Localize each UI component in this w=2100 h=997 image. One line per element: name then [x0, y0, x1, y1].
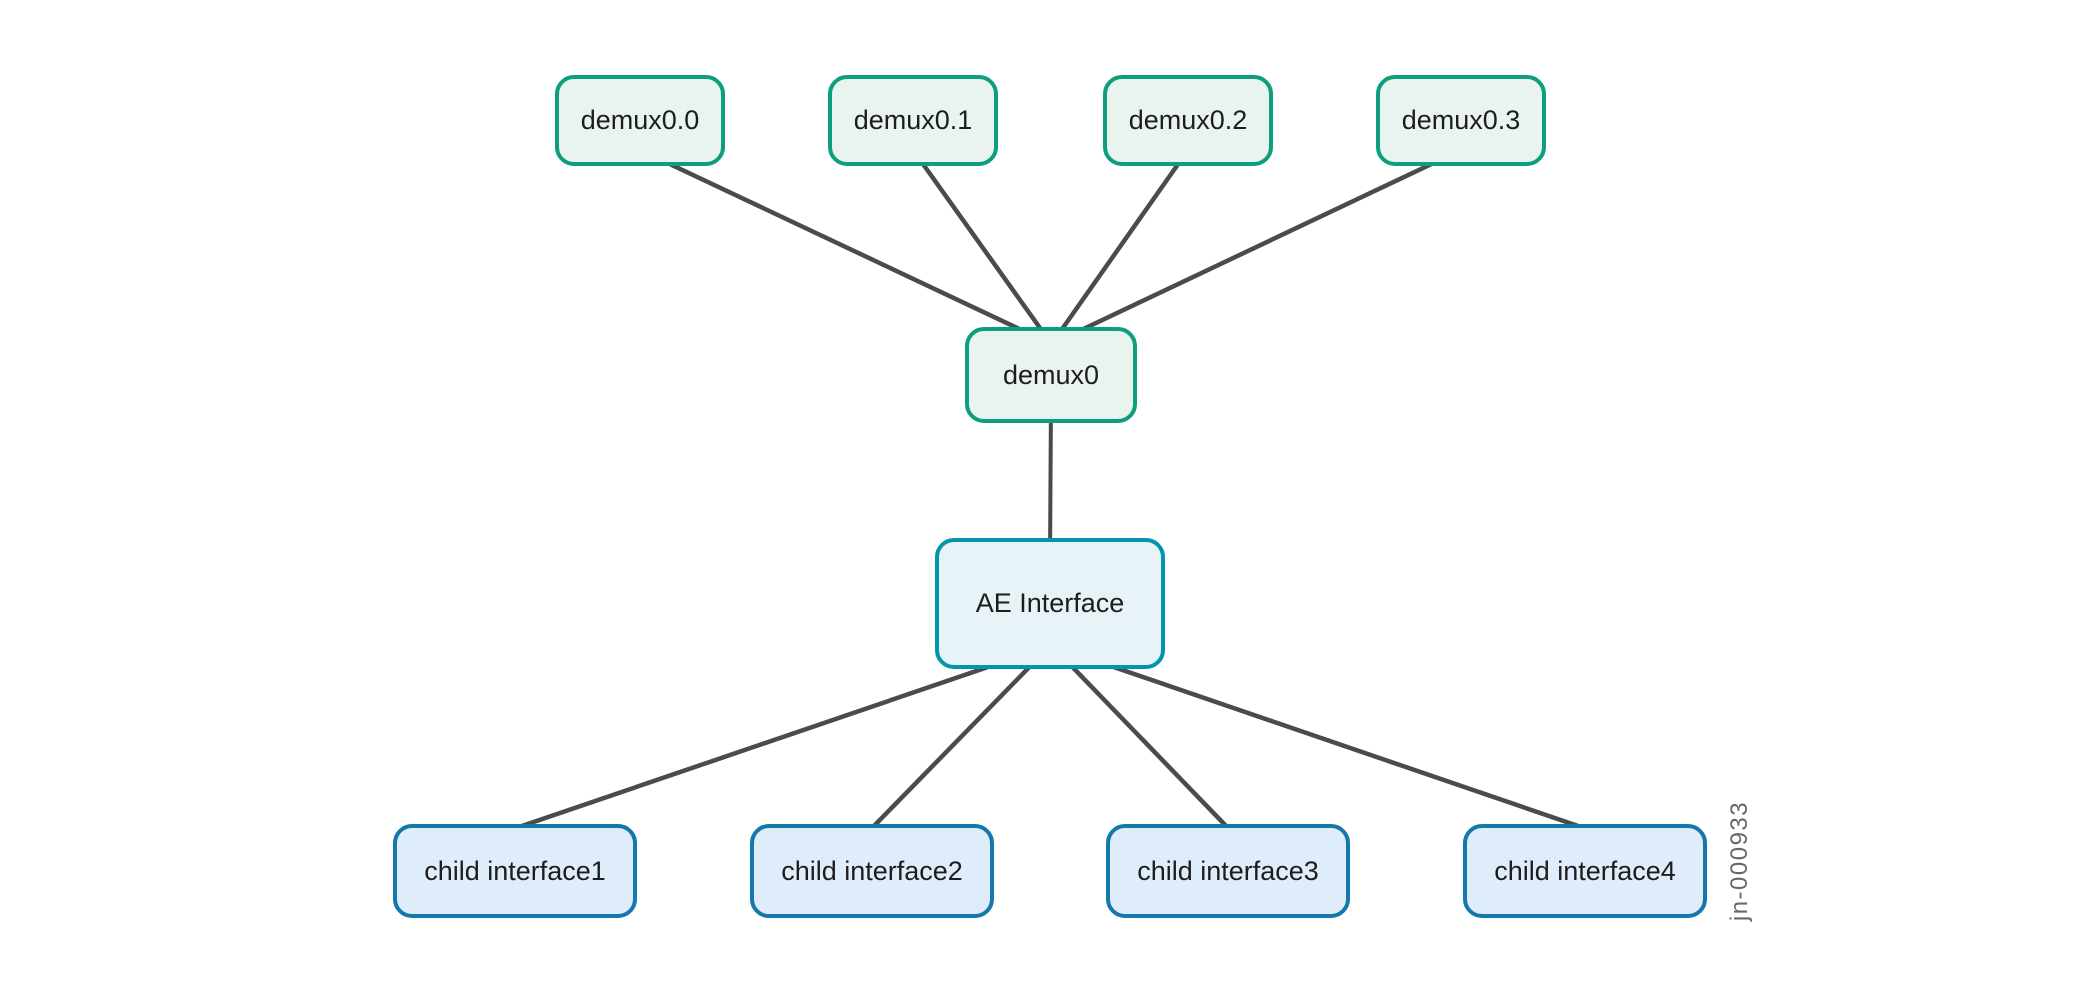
- node-demux0-label: demux0: [1002, 359, 1100, 390]
- node-ae-interface: AE Interface: [935, 538, 1165, 669]
- edge-ae-to-child2: [869, 647, 1049, 831]
- edge-ae-to-child1: [513, 647, 1041, 831]
- node-child-interface3: child interface3: [1106, 824, 1350, 918]
- node-ae-interface-label: AE Interface: [975, 588, 1125, 618]
- node-demux0-0: demux0.0: [555, 75, 725, 166]
- edge-ae-to-child4: [1061, 647, 1587, 831]
- node-demux0-3-label: demux0.3: [1401, 105, 1521, 135]
- node-demux0-0-label: demux0.0: [580, 105, 700, 135]
- edge-demux0-2-to-demux0: [1050, 147, 1191, 345]
- edge-ae-to-child3: [1053, 647, 1231, 831]
- node-demux0-1-label: demux0.1: [853, 105, 973, 135]
- node-child-interface1-label: child interface1: [424, 855, 606, 886]
- node-demux0-3: demux0.3: [1376, 75, 1546, 166]
- node-child-interface4-label: child interface4: [1494, 855, 1676, 886]
- figure-id-label: jn-000933: [1726, 800, 1753, 922]
- edge-demux0-0-to-demux0: [637, 147, 1050, 345]
- edge-demux0-to-ae: [1048, 398, 1053, 562]
- node-demux0-2-label: demux0.2: [1128, 105, 1248, 135]
- node-demux0-2: demux0.2: [1103, 75, 1273, 166]
- node-child-interface2-label: child interface2: [781, 855, 963, 886]
- node-child-interface2: child interface2: [750, 824, 994, 918]
- edge-demux0-1-to-demux0: [910, 147, 1053, 345]
- node-child-interface4: child interface4: [1463, 824, 1707, 918]
- node-demux0-1: demux0.1: [828, 75, 998, 166]
- node-child-interface1: child interface1: [393, 824, 637, 918]
- node-demux0: demux0: [965, 327, 1137, 423]
- node-child-interface3-label: child interface3: [1137, 855, 1319, 886]
- edge-demux0-3-to-demux0: [1053, 147, 1464, 345]
